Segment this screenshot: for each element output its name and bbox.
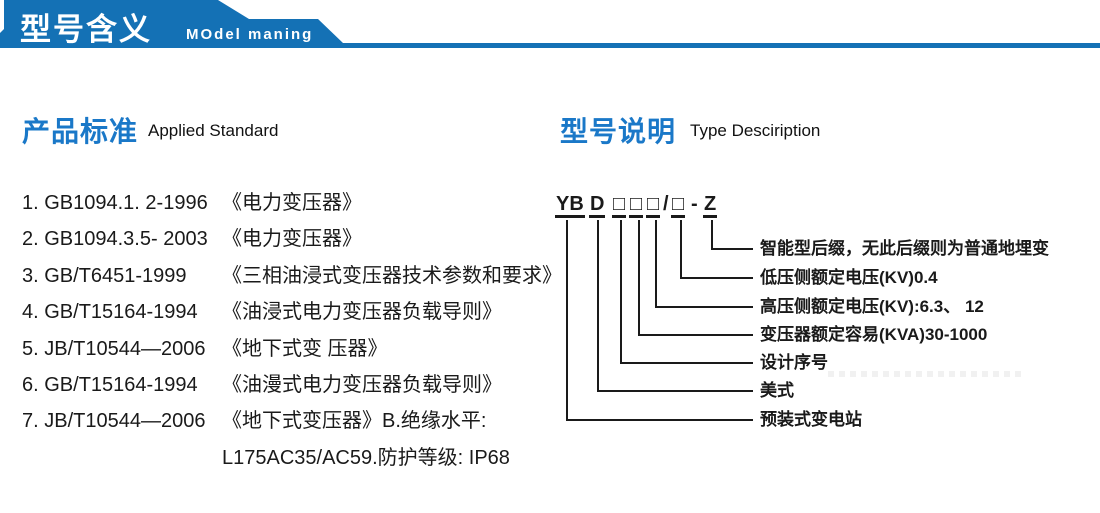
standard-code: 1. GB1094.1. 2-1996 — [22, 192, 208, 214]
model-code-segment-slash: / — [663, 193, 669, 215]
connector-box4-vertical — [680, 220, 682, 277]
connector-z-horizontal — [711, 248, 753, 250]
standard-code: 2. GB1094.3.5- 2003 — [22, 228, 208, 251]
standard-item: 2. GB1094.3.5- 2003 《电力变压器》 — [22, 221, 552, 257]
standard-title: 《电力变压器》 — [222, 192, 362, 214]
page-subtitle: MOdel maning — [186, 26, 314, 43]
model-code-segment-d: D — [589, 192, 606, 218]
connector-box1-horizontal — [620, 362, 753, 364]
standard-item: 7. JB/T10544—2006 《地下式变压器》B.绝缘水平: — [22, 403, 552, 439]
diagram-label-design-serial: 设计序号 — [760, 353, 828, 372]
model-code-segment-box1: □ — [612, 192, 627, 218]
right-section-title-en: Type Desciription — [690, 121, 821, 140]
model-code-segment-box3: □ — [646, 192, 661, 218]
page-title: 型号含义 — [20, 12, 152, 47]
connector-box3-vertical — [655, 220, 657, 306]
standard-item: 5. JB/T10544—2006 《地下式变 压器》 — [22, 331, 552, 367]
model-code-segment-box2: □ — [629, 192, 644, 218]
diagram-label-prefab-substation: 预装式变电站 — [760, 410, 862, 429]
standard-title: 《三相油浸式变压器技术参数和要求》 — [222, 264, 562, 287]
connector-d-horizontal — [597, 390, 753, 392]
connector-box2-horizontal — [638, 334, 753, 336]
diagram-label-lv-voltage: 低压侧额定电压(KV)0.4 — [760, 268, 938, 287]
standard-code — [22, 440, 222, 476]
standard-title: 《电力变压器》 — [222, 228, 362, 251]
standard-item: 6. GB/T15164-1994 《油漫式电力变压器负载导则》 — [22, 367, 552, 403]
connector-box3-horizontal — [655, 306, 753, 308]
diagram-label-hv-voltage: 高压侧额定电压(KV):6.3、 12 — [760, 297, 984, 316]
standard-code: 5. JB/T10544—2006 — [22, 337, 206, 360]
standard-title: 《地下式变 压器》 — [222, 337, 388, 360]
standard-code: 4. GB/T15164-1994 — [22, 301, 198, 324]
connector-z-vertical — [711, 220, 713, 248]
standard-item: 1. GB1094.1. 2-1996 《电力变压器》 — [22, 185, 552, 221]
standard-title: 《油浸式电力变压器负载导则》 — [222, 301, 502, 324]
connector-d-vertical — [597, 220, 599, 390]
diagram-label-smart-suffix: 智能型后缀，无此后缀则为普通地埋变 — [760, 239, 1049, 258]
right-section-title-zh: 型号说明 — [560, 116, 677, 147]
diagram-label-american-style: 美式 — [760, 381, 794, 400]
connector-yb-vertical — [566, 220, 568, 419]
standard-code: 6. GB/T15164-1994 — [22, 373, 198, 396]
standards-list: 1. GB1094.1. 2-1996 《电力变压器》 2. GB1094.3.… — [22, 185, 562, 476]
standard-title: 《地下式变压器》B.绝缘水平: — [222, 410, 487, 433]
standard-item: 4. GB/T15164-1994 《油浸式电力变压器负载导则》 — [22, 294, 552, 330]
watermark-smudge — [828, 371, 1023, 377]
standard-title: 《油漫式电力变压器负载导则》 — [222, 373, 502, 396]
model-code-segment-z: Z — [703, 192, 718, 218]
left-section-title-zh: 产品标准 — [22, 116, 139, 147]
diagram-label-rated-capacity: 变压器额定容易(KVA)30-1000 — [760, 325, 988, 344]
left-section-title-en: Applied Standard — [148, 121, 279, 140]
model-code-segment-box4: □ — [671, 192, 686, 218]
header-banner — [0, 0, 1100, 48]
model-code-segment-yb: YB — [555, 192, 585, 218]
model-code-segment-hyphen: - — [691, 193, 698, 215]
standard-code: 7. JB/T10544—2006 — [22, 410, 206, 433]
connector-box4-horizontal — [680, 277, 753, 279]
connector-box1-vertical — [620, 220, 622, 362]
standard-item-continuation: L175AC35/AC59.防护等级: IP68 — [22, 440, 552, 476]
connector-yb-horizontal — [566, 419, 753, 421]
standard-item: 3. GB/T6451-1999 《三相油浸式变压器技术参数和要求》 — [22, 258, 562, 294]
standard-code: 3. GB/T6451-1999 — [22, 264, 187, 287]
standard-title: L175AC35/AC59.防护等级: IP68 — [222, 446, 510, 469]
connector-box2-vertical — [638, 220, 640, 334]
